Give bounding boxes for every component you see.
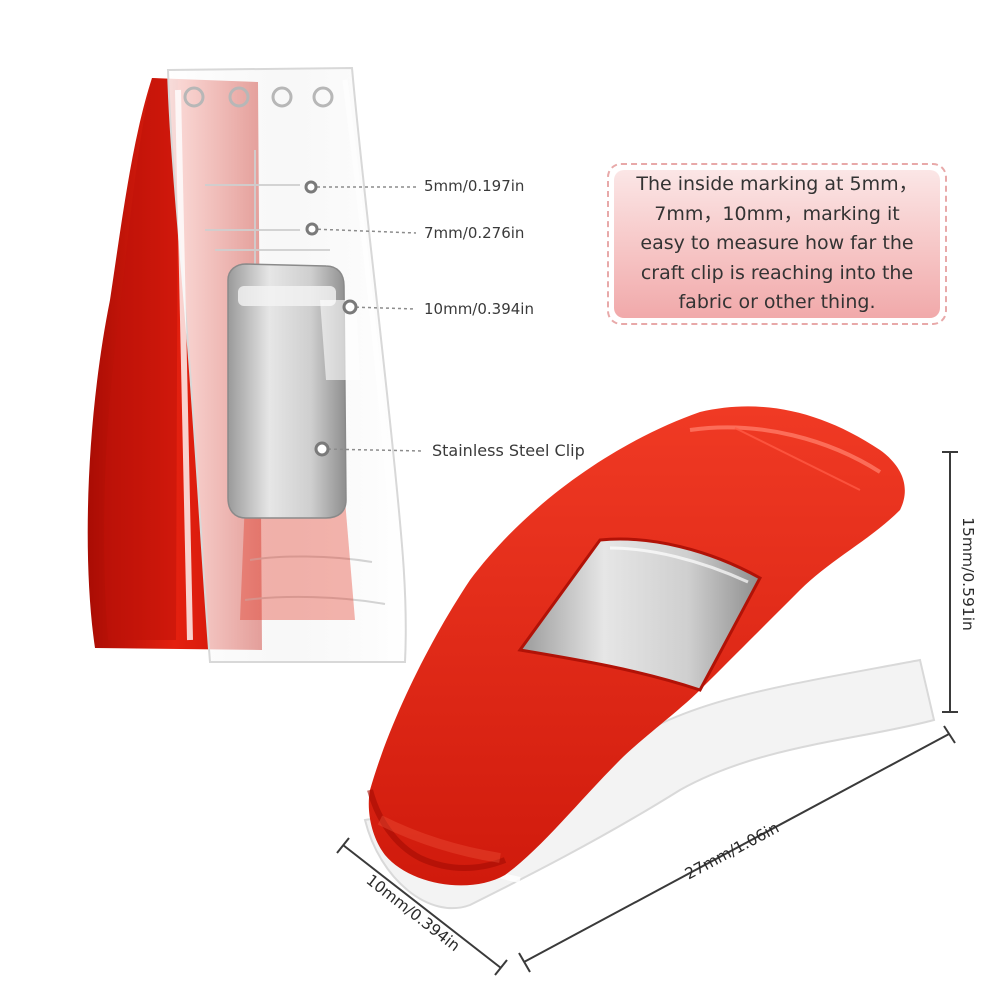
note-line: craft clip is reaching into the — [640, 261, 914, 284]
stainless-steel-clip — [227, 263, 347, 519]
callout-lines — [311, 186, 425, 452]
height-dimension-label: 15mm/0.591in — [959, 517, 977, 631]
note-line: easy to measure how far the — [640, 232, 914, 255]
marking-holes — [183, 86, 334, 108]
dimension-lines — [336, 451, 958, 976]
note-line: 7mm，10mm，marking it — [654, 202, 900, 225]
marking-7mm-label: 7mm/0.276in — [424, 224, 525, 242]
upright-clip — [87, 66, 407, 663]
note-line: The inside marking at 5mm， — [636, 173, 918, 196]
steel-clip-label: Stainless Steel Clip — [432, 441, 585, 460]
marking-10mm-label: 10mm/0.394in — [424, 300, 534, 318]
angled-clip — [363, 406, 936, 910]
marking-5mm-label: 5mm/0.197in — [424, 177, 525, 195]
note-line: fabric or other thing. — [678, 291, 876, 314]
info-note-panel: The inside marking at 5mm， 7mm，10mm，mark… — [614, 170, 940, 318]
callout-dots — [304, 180, 358, 457]
info-note: The inside marking at 5mm， 7mm，10mm，mark… — [607, 163, 947, 325]
info-note-text: The inside marking at 5mm， 7mm，10mm，mark… — [636, 170, 917, 318]
